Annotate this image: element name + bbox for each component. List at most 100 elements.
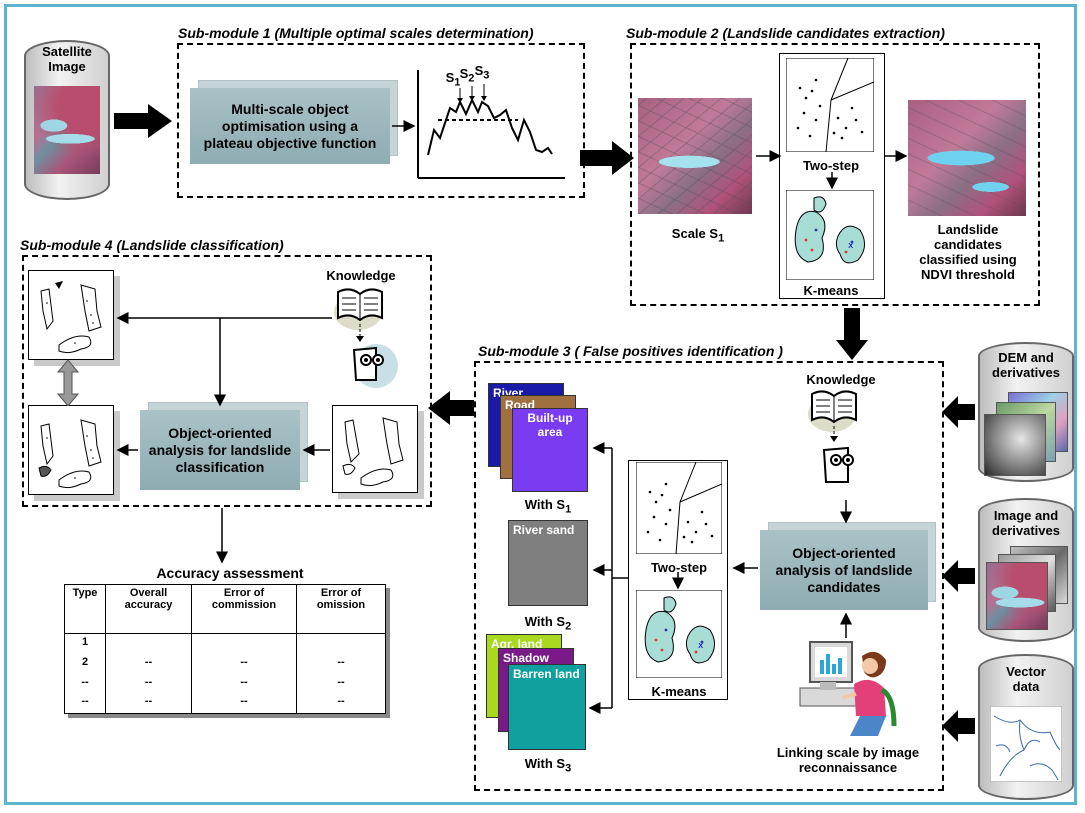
sm2-kmeans-label: K-means — [803, 283, 859, 298]
svg-text:x: x — [848, 241, 854, 251]
table-cell: -- — [337, 675, 345, 688]
scale-s2-label: S2 — [459, 66, 475, 87]
sm3-process-box: Object-oriented analysis of landslide ca… — [760, 530, 928, 610]
table-row: 1 — [64, 633, 386, 654]
landslide-candidates-caption: Landslide candidates classified using ND… — [904, 222, 1032, 282]
table-cell: -- — [191, 653, 297, 674]
s3-sub: 3 — [483, 69, 490, 82]
table-cell: 1 — [64, 633, 106, 654]
sm4-classified-map-top — [28, 270, 114, 360]
sm4-top-shapes — [40, 281, 102, 354]
sm4-box-line3: classification — [175, 458, 265, 475]
sm1-box-line3: plateau objective function — [203, 134, 377, 151]
accuracy-header-commission: Error of commission — [191, 584, 297, 635]
sm3-knowledge-label: Knowledge — [806, 372, 876, 387]
submodule-2-box — [630, 43, 1040, 306]
satellite-image-thumbnail — [34, 86, 100, 174]
sm4-input-map — [332, 405, 418, 493]
table-cell: -- — [105, 653, 193, 674]
table-cell — [105, 633, 193, 654]
submodule-1-title: Sub-module 1 (Multiple optimal scales de… — [178, 25, 534, 41]
scale-s1-segmented-image — [638, 98, 752, 214]
scale-s1-label: S1 — [445, 70, 461, 91]
vector-line2: data — [1012, 679, 1040, 694]
scale-s1-caption: Scale S1 — [648, 226, 748, 247]
image-line2: derivatives — [992, 523, 1060, 538]
double-arrow — [56, 360, 80, 406]
vector-line1: Vector — [1006, 664, 1046, 679]
table-cell: -- — [105, 673, 193, 694]
sm4-process-box: Object-oriented analysis for landslide c… — [140, 410, 300, 490]
candidates-line3: classified using — [919, 252, 1017, 267]
sm3-two-step-plot — [636, 462, 722, 554]
sm4-classified-map-bottom — [28, 405, 114, 495]
s3-letter: S — [474, 63, 484, 78]
accuracy-header-row: Type Overall accuracy Error of commissio… — [64, 584, 386, 635]
sm3-two-step-label: Two-step — [650, 560, 708, 575]
sm3-kmeans-label: K-means — [651, 684, 707, 699]
with-s1-sub: 1 — [565, 503, 572, 516]
accuracy-title: Accuracy assessment — [156, 565, 304, 581]
vector-map-thumbnail — [990, 706, 1062, 782]
table-cell: 2 — [64, 653, 106, 674]
sm4-box-line2: analysis for landslide — [148, 441, 292, 458]
dem-layer-front — [984, 414, 1046, 476]
satellite-line2: Image — [48, 59, 86, 74]
linking-line1: Linking scale by image — [776, 745, 920, 760]
table-cell: -- — [191, 693, 297, 714]
table-cell: -- — [191, 673, 297, 694]
card-builtup: Built-up area — [512, 408, 588, 492]
sm4-input-shapes — [342, 417, 404, 487]
with-s2-sub: 2 — [565, 620, 572, 633]
submodule-1-box — [177, 43, 585, 198]
sm4-bottom-shapes — [38, 419, 102, 489]
s1-sub: 1 — [454, 76, 461, 89]
image-line1: Image and — [993, 508, 1059, 523]
card-river-sand: River sand — [508, 520, 588, 606]
scale-caption-sub: 1 — [718, 232, 725, 245]
sm1-box-line2: optimisation using a — [221, 117, 359, 134]
with-s3-sub: 3 — [565, 762, 572, 775]
sm2-kmeans-plot: x — [786, 190, 874, 280]
with-s3-caption: With S3 — [508, 756, 588, 777]
sm4-knowledge-icon — [334, 288, 398, 388]
sm1-process-box: Multi-scale object optimisation using a … — [190, 88, 390, 164]
table-cell: -- — [64, 693, 106, 714]
sm4-box-line1: Object-oriented — [168, 424, 272, 441]
accuracy-header-overall: Overall accuracy — [105, 584, 193, 635]
s2-sub: 2 — [468, 72, 475, 85]
satellite-image-label: Satellite Image — [26, 44, 108, 74]
dem-line2: derivatives — [992, 365, 1060, 380]
accuracy-header-type: Type — [64, 584, 106, 635]
outer-frame — [4, 4, 1077, 805]
with-s2-text: With S — [524, 614, 566, 629]
sm3-box-line2: analysis of landslide — [775, 561, 913, 578]
with-s3-text: With S — [524, 756, 566, 771]
plateau-objective-graph — [417, 70, 565, 179]
scale-s3-label: S3 — [474, 63, 490, 84]
person-at-computer-icon — [799, 641, 897, 736]
accuracy-table: Type Overall accuracy Error of commissio… — [64, 584, 386, 714]
sm4-knowledge-label: Knowledge — [326, 268, 396, 283]
table-cell: -- — [337, 655, 345, 668]
card-barren-land: Barren land — [508, 664, 586, 750]
table-cell: -- — [337, 695, 345, 708]
with-s1-text: With S — [524, 497, 566, 512]
sm3-kmeans-plot: x — [636, 590, 722, 678]
table-row: 2 -- -- -- — [64, 653, 386, 674]
accuracy-header-omission: Error of omission — [296, 584, 386, 635]
sm3-knowledge-icon — [808, 390, 857, 483]
image-layer-front — [986, 562, 1048, 630]
thick-arrows — [114, 104, 975, 742]
vector-data-label: Vector data — [980, 664, 1072, 694]
dem-line1: DEM and — [998, 350, 1054, 365]
sm3-box-line3: candidates — [807, 578, 881, 595]
candidates-line2: candidates — [934, 237, 1002, 252]
table-row: -- -- -- -- — [64, 673, 386, 694]
submodule-4-title: Sub-module 4 (Landslide classification) — [20, 237, 284, 253]
svg-text:x: x — [698, 641, 704, 651]
candidates-line4: NDVI threshold — [921, 267, 1015, 282]
dem-label: DEM and derivatives — [980, 350, 1072, 380]
submodule-2-title: Sub-module 2 (Landslide candidates extra… — [626, 25, 945, 41]
